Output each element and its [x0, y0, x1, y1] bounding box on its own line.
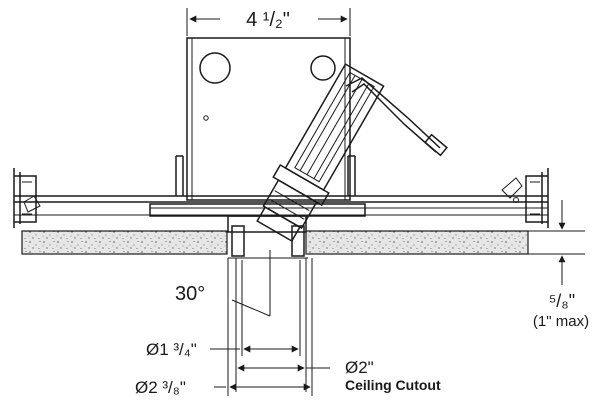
ceiling-board — [21, 230, 529, 255]
mounting-frame — [13, 155, 549, 228]
knockout-right-icon — [310, 55, 336, 81]
thickness-max-label: (1" max) — [533, 313, 589, 330]
thickness-label: ⁵/₈" — [549, 291, 575, 311]
outer-label: Ø2 ³/₈" — [135, 378, 186, 397]
junction-box — [186, 37, 351, 201]
aperture-dimension: Ø1 ³/₄" — [146, 340, 299, 359]
ceiling-left — [21, 230, 228, 255]
ceiling-right — [305, 230, 529, 255]
beam-angle: 30° — [175, 250, 271, 317]
knockout-left-icon — [199, 52, 231, 84]
cutout-caption: Ceiling Cutout — [345, 377, 441, 393]
thickness-dimension: ⁵/₈" (1" max) — [528, 200, 589, 330]
width-label: 4 ¹/₂" — [246, 9, 290, 31]
width-dimension: 4 ¹/₂" — [186, 8, 351, 36]
supply-wire — [345, 77, 448, 157]
trim-aperture — [227, 215, 308, 259]
outer-dimension: Ø2 ³/₈" — [135, 378, 311, 397]
cutout-dimension: Ø2" Ceiling Cutout — [237, 358, 441, 393]
diameter-reference-lines — [227, 258, 313, 396]
cutout-label: Ø2" — [345, 358, 374, 377]
aperture-label: Ø1 ³/₄" — [146, 340, 197, 359]
lamp-head — [256, 63, 385, 243]
angle-label: 30° — [175, 283, 205, 305]
